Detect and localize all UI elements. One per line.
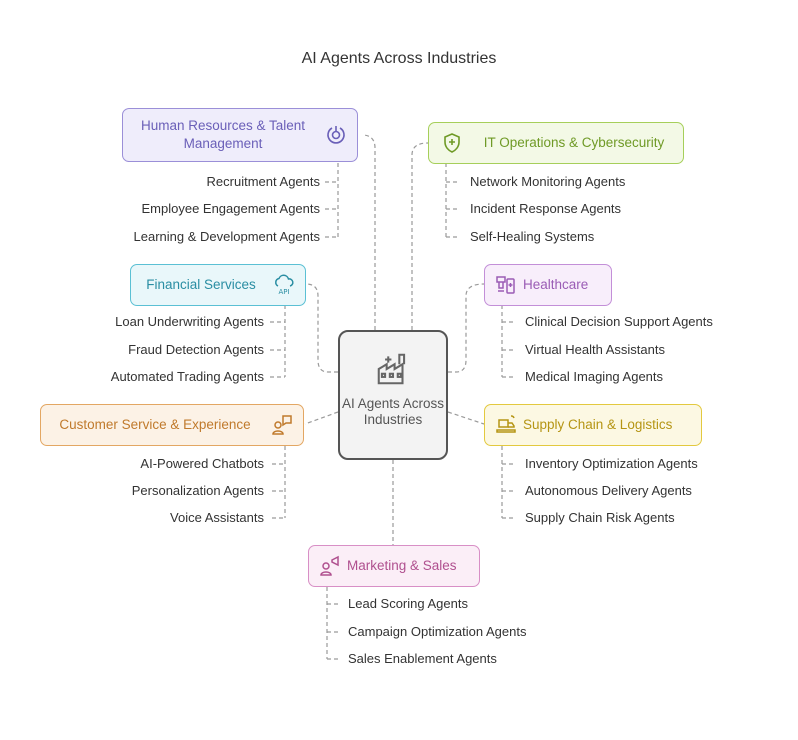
megaphone-icon xyxy=(317,553,343,579)
category-label: Healthcare xyxy=(523,277,589,292)
list-item: Loan Underwriting Agents xyxy=(115,314,264,329)
category-label: Financial Services xyxy=(146,277,256,292)
category-label: Customer Service & Experience xyxy=(59,417,251,432)
medical-device-icon xyxy=(493,272,519,298)
category-marketing[interactable]: Marketing & Sales xyxy=(308,545,480,587)
category-supply-chain[interactable]: Supply Chain & Logistics xyxy=(484,404,702,446)
api-text: API xyxy=(278,288,289,296)
list-item: Voice Assistants xyxy=(170,510,264,525)
list-item: Fraud Detection Agents xyxy=(128,342,264,357)
list-item: Learning & Development Agents xyxy=(133,229,320,244)
list-item: Incident Response Agents xyxy=(470,201,622,216)
list-item: Employee Engagement Agents xyxy=(141,201,320,216)
category-label: Marketing & Sales xyxy=(347,558,457,573)
list-item: Medical Imaging Agents xyxy=(525,369,664,384)
list-item: Campaign Optimization Agents xyxy=(348,624,527,639)
support-agent-icon xyxy=(269,412,295,438)
list-item: Autonomous Delivery Agents xyxy=(525,483,692,498)
list-item: Recruitment Agents xyxy=(206,174,320,189)
category-hr[interactable]: Human Resources & Talent Management xyxy=(122,108,358,162)
category-financial[interactable]: Financial Services API xyxy=(130,264,306,306)
category-it[interactable]: IT Operations & Cybersecurity xyxy=(428,122,684,164)
shield-icon xyxy=(439,130,465,156)
category-healthcare[interactable]: Healthcare xyxy=(484,264,612,306)
list-item: Supply Chain Risk Agents xyxy=(525,510,675,525)
list-item: Virtual Health Assistants xyxy=(525,342,665,357)
center-label: AI Agents Across Industries xyxy=(341,396,445,427)
category-label: IT Operations & Cybersecurity xyxy=(483,135,665,150)
list-item: Sales Enablement Agents xyxy=(348,651,497,666)
factory-icon xyxy=(377,353,406,385)
list-item: AI-Powered Chatbots xyxy=(140,456,264,471)
category-label: Supply Chain & Logistics xyxy=(523,417,673,432)
list-item: Automated Trading Agents xyxy=(110,369,264,384)
cloud-api-icon: API xyxy=(271,272,297,298)
category-customer-service[interactable]: Customer Service & Experience xyxy=(40,404,304,446)
center-node[interactable]: AI Agents Across Industries xyxy=(338,330,448,460)
list-item: Clinical Decision Support Agents xyxy=(525,314,713,329)
diagram-title: AI Agents Across Industries xyxy=(301,50,497,67)
list-item: Network Monitoring Agents xyxy=(470,174,626,189)
conveyor-icon xyxy=(493,412,519,438)
list-item: Inventory Optimization Agents xyxy=(525,456,698,471)
dial-icon xyxy=(323,122,349,148)
list-item: Personalization Agents xyxy=(131,483,264,498)
list-item: Self-Healing Systems xyxy=(470,229,595,244)
list-item: Lead Scoring Agents xyxy=(348,596,468,611)
category-label: Human Resources & Talent Management xyxy=(140,118,306,151)
